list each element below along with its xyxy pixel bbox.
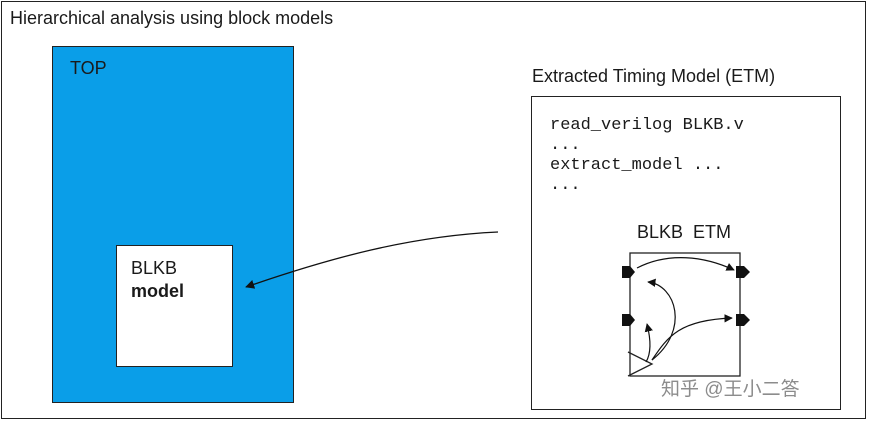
timing-arc-in-to-out [636,257,735,271]
blkb-model-name: BLKB [131,258,178,278]
top-label: TOP [70,58,107,78]
etm-block-diagram [622,252,750,377]
timing-arc-clk-to-in-top [647,278,676,361]
timing-arc-clk-to-in-bottom [644,323,653,363]
code-line-ellipsis-2: ... [550,176,581,195]
code-line-read-verilog: read_verilog BLKB.v [550,116,744,135]
output-pin-bottom [736,314,750,326]
input-pin-top [622,266,635,278]
blkb-etm-label: BLKB ETM [637,222,732,242]
blkb-model-kind: model [131,281,185,301]
etm-title: Extracted Timing Model (ETM) [532,66,776,86]
etm-to-model-arrow [245,231,499,289]
code-line-ellipsis-1: ... [550,136,581,155]
figure-title: Hierarchical analysis using block models [10,8,334,28]
input-pin-bottom [622,314,635,326]
clock-pin-icon [627,351,654,377]
watermark-text: 知乎 @王小二答 [661,379,800,400]
timing-arc-clk-to-out [651,314,733,361]
etm-panel [531,96,841,410]
output-pin-top [736,266,750,278]
etm-block-outline [629,252,741,377]
code-line-extract-model: extract_model ... [550,156,724,175]
blkb-model-block [116,245,233,367]
